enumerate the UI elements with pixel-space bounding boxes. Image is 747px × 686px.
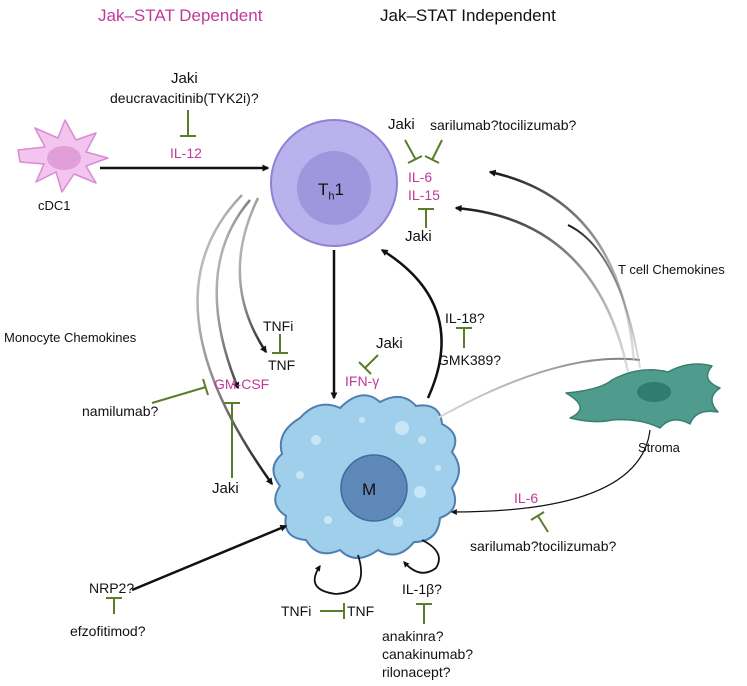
label-deucravacitinib: deucravacitinib(TYK2i)? — [110, 90, 259, 106]
header-jak-stat-independent: Jak–STAT Independent — [380, 6, 556, 25]
inhibitor-jaki-il12 — [180, 110, 196, 137]
inhibitor-il1b — [416, 603, 432, 624]
label-il1b: IL-1β? — [402, 581, 442, 597]
label-tnfi-mid: TNFi — [263, 318, 294, 334]
inhibitor-jaki-il6 — [404, 139, 423, 164]
macrophage-cell — [272, 394, 460, 559]
inhibitor-jaki-il15 — [418, 208, 434, 228]
label-tnf-mid: TNF — [268, 357, 296, 373]
label-tnfi-bottom: TNFi — [281, 603, 312, 619]
stroma-cell — [565, 363, 721, 429]
label-rilonacept: rilonacept? — [382, 664, 451, 680]
label-monocyte-chemokines: Monocyte Chemokines — [4, 330, 137, 345]
label-il18: IL-18? — [445, 310, 485, 326]
arrow-stroma-to-il6 — [488, 169, 636, 361]
inhibitor-gmk389-il18 — [456, 327, 472, 348]
label-jaki-top: Jaki — [171, 70, 198, 87]
line-macrophage-stroma — [437, 357, 641, 419]
label-nrp2: NRP2? — [89, 580, 135, 596]
loop-tnf-autocrine — [313, 554, 363, 595]
label-ifng: IFN-γ — [345, 373, 380, 389]
inhibitor-tnfi-mid — [272, 334, 288, 354]
label-namilumab: namilumab? — [82, 403, 159, 419]
label-il15: IL-15 — [408, 187, 440, 203]
dendritic-cell-cdc1 — [17, 119, 109, 193]
arrow-stroma-to-macrophage — [450, 429, 651, 515]
label-cdc1: cDC1 — [38, 198, 71, 213]
arrow-th1-to-macrophage-curve — [196, 194, 274, 486]
inhibitor-jaki-gmcsf — [224, 402, 240, 478]
inhibitor-efzofitimod-nrp2 — [106, 597, 122, 614]
header-jak-stat-dependent: Jak–STAT Dependent — [98, 6, 263, 25]
label-jaki-il15: Jaki — [405, 228, 432, 245]
label-th1: Th1 — [318, 180, 344, 203]
inhibitor-sarilumab-stroma-il6 — [530, 511, 549, 533]
inhibitor-tnfi-bottom — [320, 603, 345, 619]
label-gmcsf: GM-CSF — [214, 376, 270, 392]
label-tnf-bottom: TNF — [347, 603, 375, 619]
label-il6-bottom: IL-6 — [514, 490, 539, 506]
label-il12: IL-12 — [170, 145, 202, 161]
arrow-stroma-to-il15-b — [567, 224, 641, 369]
arrow-nrp2-to-macrophage — [131, 524, 288, 592]
label-jaki-il6: Jaki — [388, 116, 415, 133]
th1-cell — [270, 119, 398, 247]
loop-il1b-autocrine — [403, 539, 440, 574]
label-t-cell-chemokines: T cell Chemokines — [618, 262, 725, 277]
label-jaki-ifng: Jaki — [376, 335, 403, 352]
arrow-th1-to-gmcsf — [215, 199, 251, 390]
label-canakinumab: canakinumab? — [382, 646, 474, 662]
inhibitor-sarilumab-il6 — [424, 139, 443, 164]
label-anakinra: anakinra? — [382, 628, 444, 644]
label-sarilumab-top: sarilumab?tocilizumab? — [430, 117, 577, 133]
label-jaki-gmcsf: Jaki — [212, 480, 239, 497]
arrow-macrophage-to-th1 — [380, 248, 443, 399]
label-gmk389: GMK389? — [438, 352, 502, 368]
inhibitor-jaki-ifng — [358, 354, 379, 375]
arrow-th1-to-tnf — [238, 197, 268, 354]
label-macrophage: M — [362, 480, 377, 499]
arrow-stroma-to-il15 — [454, 204, 630, 373]
label-il6-top: IL-6 — [408, 169, 433, 185]
label-stroma: Stroma — [638, 440, 680, 455]
inhibitor-namilumab-gmcsf — [151, 378, 209, 404]
label-efzofitimod: efzofitimod? — [70, 623, 146, 639]
label-sarilumab-bottom: sarilumab?tocilizumab? — [470, 538, 617, 554]
